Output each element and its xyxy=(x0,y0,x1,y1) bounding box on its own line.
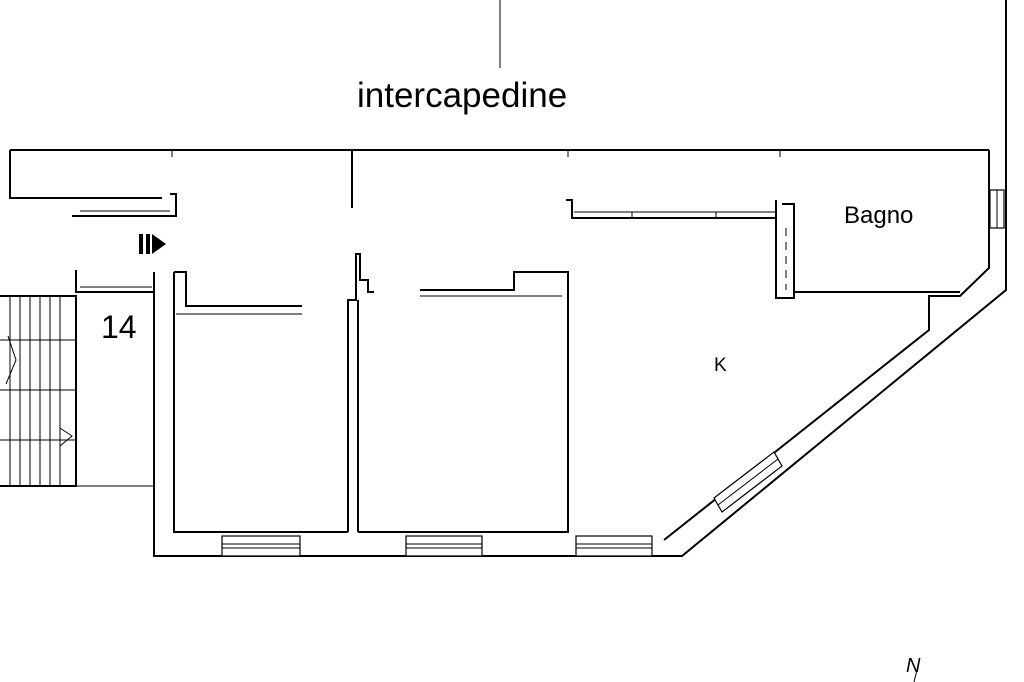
room-divider-1 xyxy=(347,253,374,532)
kitchen-top-partition xyxy=(566,199,776,219)
bottom-windows xyxy=(221,535,653,557)
staircase xyxy=(0,296,76,486)
room1-top-wall xyxy=(174,271,302,307)
stair-outer-wall xyxy=(0,295,77,487)
left-exterior-wall xyxy=(153,272,654,557)
north-label: N xyxy=(906,655,921,677)
diagonal-window xyxy=(713,451,783,513)
unit-number-label: 14 xyxy=(101,309,137,345)
hall-partition xyxy=(72,193,177,217)
north-arrow-icon xyxy=(913,665,919,682)
right-boundary-wall xyxy=(654,0,1007,557)
bathroom-inner-wall xyxy=(782,203,795,292)
air-gap-label: intercapedine xyxy=(357,76,568,115)
entrance-arrow-icon xyxy=(139,234,166,254)
stair-direction-arrow-icon xyxy=(59,427,73,447)
room2-top-wall xyxy=(358,271,569,533)
room1-wall xyxy=(173,272,348,533)
right-inner-wall xyxy=(663,150,990,541)
kitchen-label: K xyxy=(714,355,727,376)
left-hall-wall xyxy=(75,270,154,293)
bathroom-label: Bagno xyxy=(844,202,914,229)
top-wall-left-return xyxy=(9,150,162,199)
bathroom-wall xyxy=(775,200,960,299)
